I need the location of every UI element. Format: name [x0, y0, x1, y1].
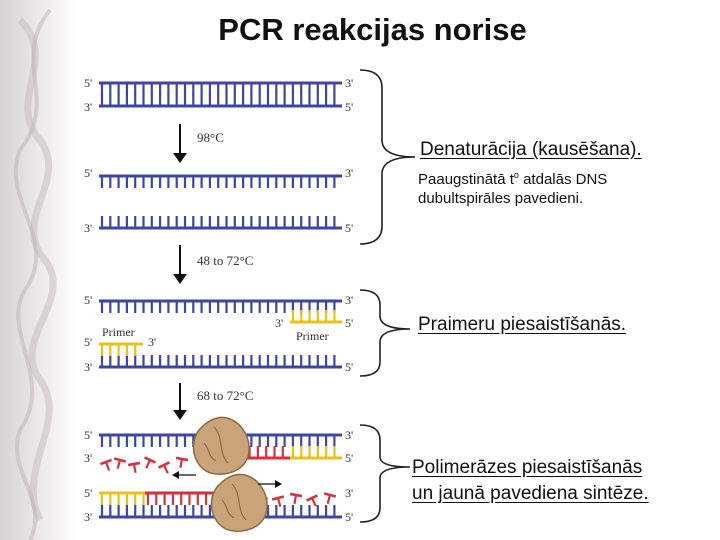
end-label-right: 5' [345, 100, 353, 114]
strand-bottom-annealing [99, 355, 342, 369]
end-label-right: 3' [345, 76, 353, 90]
end-label-left: 3' [84, 221, 92, 235]
step-3-heading-line1: Polimerāzes piesaistīšanās [412, 457, 643, 478]
step-arrow-3 [173, 383, 187, 420]
end-label-right: 5' [345, 360, 353, 374]
end-label-right: 3' [345, 293, 353, 307]
free-nucleotide-upper-stem [116, 459, 122, 469]
page-title: PCR reakcijas norise [218, 12, 527, 47]
end-label-right: 3' [345, 428, 353, 442]
strand-end-labels: 5' 3' 3' 5' 5' 3' 3' 5' 5' 3' 3' 5' 3' 5' 3' 5' 5' 3' 3' 5'… [84, 76, 353, 524]
new-strands [99, 446, 337, 507]
step-arrow-2 [173, 245, 187, 284]
polymerase-upper-groove [203, 442, 217, 462]
step-1-note-superscript: o [513, 170, 519, 180]
polymerase-upper-fold [213, 426, 229, 464]
free-nucleotide-upper-stem [104, 461, 111, 471]
bracket-annealing [359, 289, 411, 377]
free-nucleotide-lower [271, 495, 285, 507]
end-label-left: 3' [84, 360, 92, 374]
primer-left [99, 342, 143, 356]
step-1-heading: Denaturācija (kausēšana). [420, 139, 642, 160]
end-label-left: 3' [84, 510, 92, 524]
strand-bottom-denatured [99, 216, 342, 230]
end-label-right: 5' [345, 451, 353, 465]
polymerase-lower-fold [231, 483, 247, 521]
step-1-note-line2: dubultspirāles pavedieni. [418, 190, 584, 207]
step-2-heading: Praimeru piesaistīšanās. [418, 314, 627, 335]
primers [99, 310, 342, 505]
strand-top-initial [99, 81, 342, 95]
free-nucleotide-lower-stem [276, 497, 282, 507]
primer-right-end-label: 3' [275, 316, 283, 330]
free-nucleotide-upper [144, 456, 156, 469]
free-nucleotide-upper-stem [179, 458, 184, 469]
polymerase-upper [192, 416, 250, 475]
step-2-temperature: 48 to 72°C [197, 253, 253, 268]
free-nucleotide-lower-stem [293, 494, 298, 505]
strand-top-annealing [99, 299, 342, 313]
free-nucleotide-upper [175, 456, 189, 469]
end-label-left: 5' [84, 293, 92, 307]
bracket-extension [359, 424, 411, 523]
end-label-right: 5' [345, 510, 353, 524]
step-3-heading: Polimerāzes piesaistīšanās un jaunā pave… [412, 455, 649, 507]
primer-label-left: Primer [102, 325, 135, 339]
step-1-note-line1-end: atdalās DNS [518, 171, 608, 188]
bracket-denaturation [359, 69, 416, 245]
end-label-right: 3' [345, 166, 353, 180]
step-3-temperature: 68 to 72°C [197, 388, 253, 403]
free-nucleotide-upper-stem [163, 464, 169, 474]
step-1-note-line1: Paaugstinātā t [418, 171, 514, 188]
end-label-left: 5' [84, 76, 92, 90]
free-nucleotide-lower-stem [326, 494, 332, 504]
step-arrow-1 [173, 124, 187, 163]
primer-upper-extension [290, 446, 342, 460]
end-label-left: 5' [84, 166, 92, 180]
free-nucleotide-upper [127, 461, 141, 474]
strand-top-denatured [99, 174, 342, 188]
new-strand-lower [145, 491, 218, 505]
primer-label-right: Primer [296, 329, 329, 343]
strand-bottom-initial [99, 94, 342, 108]
step-1-note: Paaugstinātā to atdalās DNS dubultspirāl… [418, 166, 607, 208]
free-nucleotide-upper [99, 458, 113, 471]
polymerase-enzymes [192, 416, 268, 532]
free-nucleotide-lower-stem [311, 497, 317, 507]
polymerase-lower-groove [221, 499, 235, 519]
primer-right [290, 310, 342, 324]
step-3-heading-line2: un jaunā pavediena sintēze. [412, 483, 649, 504]
end-label-right: 3' [345, 486, 353, 500]
end-label-left: 5' [84, 486, 92, 500]
synthesis-direction-arrow-right [258, 480, 282, 488]
free-nucleotide-upper-stem [132, 463, 137, 474]
polymerase-lower [210, 473, 268, 532]
free-nucleotide-upper-stem [145, 459, 151, 469]
free-nucleotide-upper [158, 461, 170, 474]
primer-lower-extension [99, 491, 145, 505]
primer-left-end-label: 3' [148, 335, 156, 349]
end-label-right: 5' [345, 221, 353, 235]
free-nucleotide-lower [323, 492, 337, 504]
free-nucleotide-lower [306, 494, 318, 507]
free-nucleotide-upper [113, 457, 127, 469]
primer-left-end-label-5: 5' [84, 335, 92, 349]
free-nucleotide-lower [289, 492, 303, 505]
end-label-left: 3' [84, 451, 92, 465]
end-label-left: 3' [84, 100, 92, 114]
end-label-left: 5' [84, 428, 92, 442]
step-1-temperature: 98°C [197, 130, 224, 145]
dna-strands [99, 81, 342, 519]
synthesis-direction-arrow-left [172, 471, 196, 479]
primer-right-end-label-5: 5' [345, 316, 353, 330]
